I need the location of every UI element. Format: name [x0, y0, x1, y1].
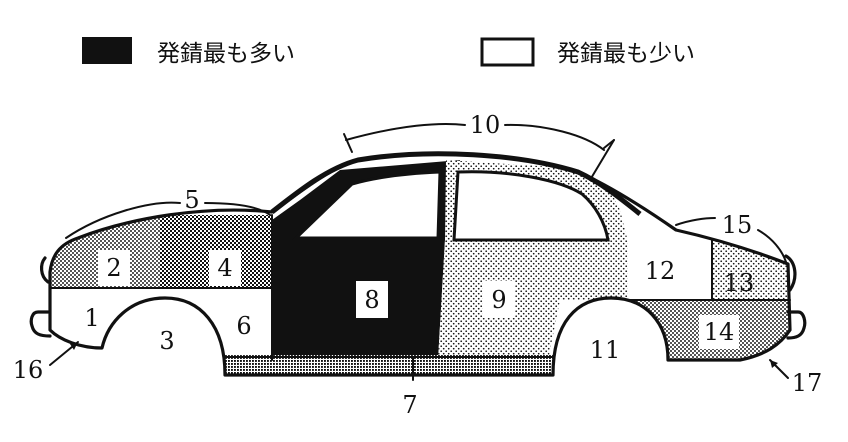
rear-window [452, 170, 610, 242]
label-3: 3 [159, 327, 174, 355]
region-labels: 1 2 3 4 5 6 7 8 9 10 11 12 13 14 15 16 1… [13, 111, 823, 419]
legend-swatch-most [82, 37, 132, 64]
label-7: 7 [402, 391, 417, 419]
legend-swatch-least [480, 37, 535, 67]
legend-label-least: 発錆最も少い [557, 41, 695, 67]
legend-label-most: 発錆最も多い [157, 41, 295, 67]
label-13: 13 [724, 269, 755, 297]
label-15: 15 [722, 211, 753, 239]
label-10: 10 [470, 111, 501, 139]
legend: 発錆最も多い 発錆最も少い [82, 37, 695, 67]
label-11: 11 [590, 336, 621, 364]
label-5: 5 [184, 186, 199, 214]
label-16: 16 [13, 356, 44, 384]
label-1: 1 [84, 304, 99, 332]
label-8: 8 [364, 286, 379, 314]
label-6: 6 [236, 312, 251, 340]
label-9: 9 [491, 286, 506, 314]
label-14: 14 [704, 318, 735, 346]
car-body [29, 151, 807, 381]
label-4: 4 [217, 254, 232, 282]
label-2: 2 [106, 254, 121, 282]
label-12: 12 [645, 257, 676, 285]
front-window [292, 170, 442, 240]
label-17: 17 [792, 369, 823, 397]
